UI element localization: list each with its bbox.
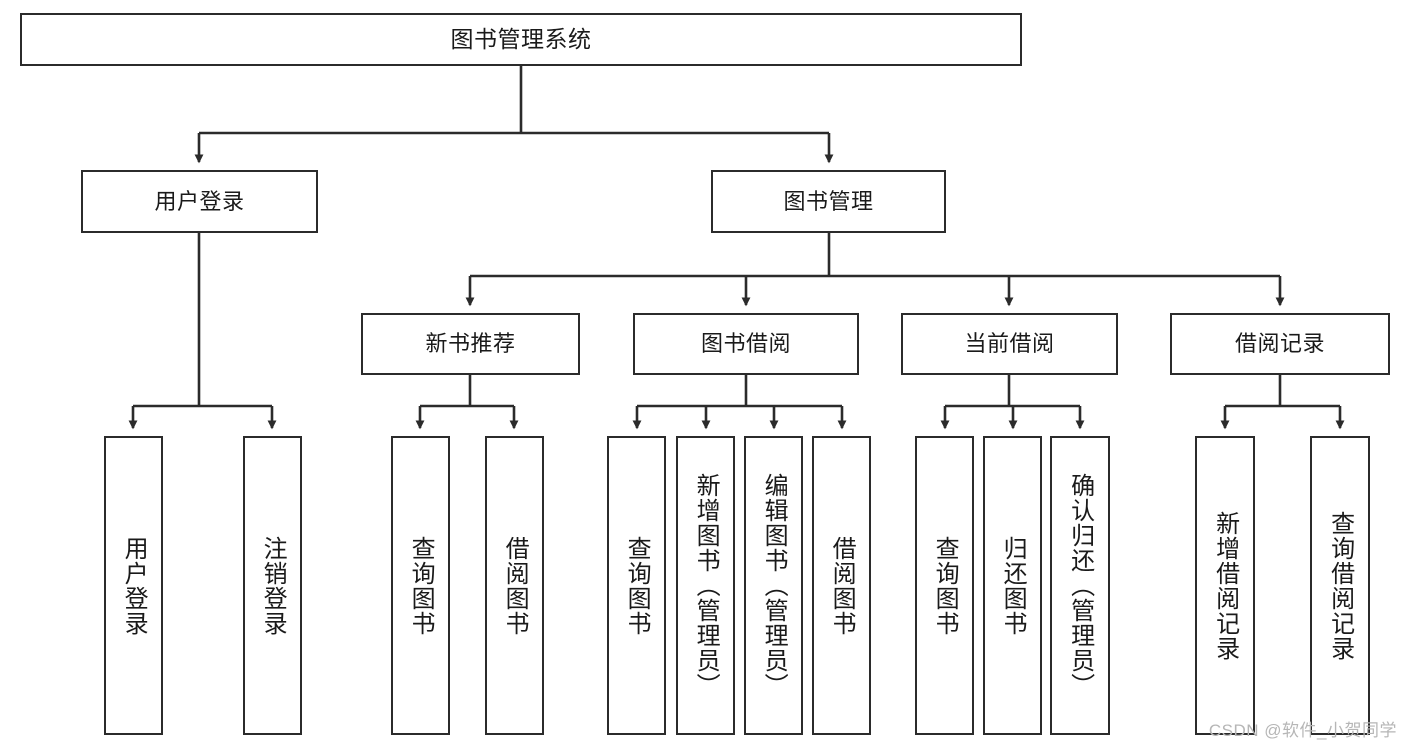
- node-leaf-query-borrow-record-label: 查询借阅记录: [1326, 510, 1354, 661]
- node-leaf-user-login[interactable]: 用户登录: [104, 436, 163, 735]
- node-leaf-query-book-3[interactable]: 查询图书: [915, 436, 974, 735]
- node-borrow-record[interactable]: 借阅记录: [1170, 313, 1390, 375]
- node-book-management-label: 图书管理: [783, 188, 874, 214]
- node-book-management[interactable]: 图书管理: [711, 170, 946, 233]
- node-root-label: 图书管理系统: [450, 25, 592, 52]
- node-current-borrow[interactable]: 当前借阅: [901, 313, 1118, 375]
- node-leaf-query-borrow-record[interactable]: 查询借阅记录: [1310, 436, 1370, 735]
- node-leaf-borrow-book-2[interactable]: 借阅图书: [812, 436, 871, 735]
- node-user-login-label: 用户登录: [154, 188, 245, 214]
- node-leaf-confirm-return-label: 确认归还（管理员）: [1066, 473, 1094, 698]
- node-user-login[interactable]: 用户登录: [81, 170, 318, 233]
- node-leaf-borrow-book-1-label: 借阅图书: [501, 535, 529, 636]
- node-leaf-add-book[interactable]: 新增图书（管理员）: [676, 436, 735, 735]
- node-leaf-confirm-return[interactable]: 确认归还（管理员）: [1050, 436, 1110, 735]
- node-new-book-recommend[interactable]: 新书推荐: [361, 313, 580, 375]
- node-borrow-record-label: 借阅记录: [1234, 331, 1325, 357]
- node-leaf-edit-book-label: 编辑图书（管理员）: [760, 473, 788, 698]
- node-leaf-query-book-2[interactable]: 查询图书: [607, 436, 666, 735]
- node-leaf-logout-login[interactable]: 注销登录: [243, 436, 302, 735]
- node-leaf-query-book-1-label: 查询图书: [407, 535, 435, 636]
- node-leaf-add-book-label: 新增图书（管理员）: [692, 473, 720, 698]
- node-leaf-return-book[interactable]: 归还图书: [983, 436, 1042, 735]
- node-new-book-recommend-label: 新书推荐: [425, 331, 516, 357]
- node-leaf-query-book-2-label: 查询图书: [623, 535, 651, 636]
- node-root[interactable]: 图书管理系统: [20, 13, 1022, 66]
- node-leaf-borrow-book-1[interactable]: 借阅图书: [485, 436, 544, 735]
- node-leaf-add-borrow-record[interactable]: 新增借阅记录: [1195, 436, 1255, 735]
- node-book-borrow[interactable]: 图书借阅: [633, 313, 859, 375]
- node-leaf-add-borrow-record-label: 新增借阅记录: [1211, 510, 1239, 661]
- node-leaf-borrow-book-2-label: 借阅图书: [828, 535, 856, 636]
- watermark: CSDN @软件_小贺同学: [1208, 721, 1397, 740]
- node-leaf-logout-login-label: 注销登录: [259, 535, 287, 636]
- node-leaf-query-book-3-label: 查询图书: [931, 535, 959, 636]
- node-current-borrow-label: 当前借阅: [964, 331, 1055, 357]
- node-leaf-edit-book[interactable]: 编辑图书（管理员）: [744, 436, 803, 735]
- node-leaf-query-book-1[interactable]: 查询图书: [391, 436, 450, 735]
- node-book-borrow-label: 图书借阅: [700, 331, 791, 357]
- node-leaf-return-book-label: 归还图书: [999, 535, 1027, 636]
- node-leaf-user-login-label: 用户登录: [120, 535, 148, 636]
